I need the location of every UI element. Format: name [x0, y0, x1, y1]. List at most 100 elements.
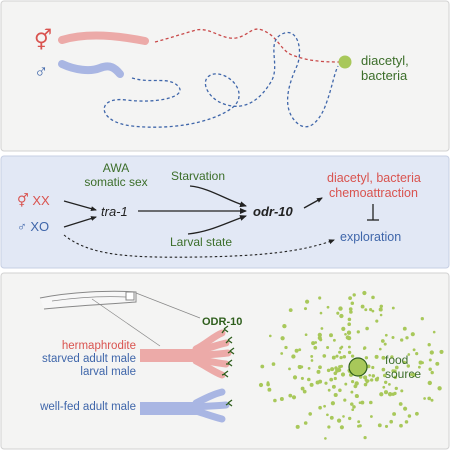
odor-particle [338, 306, 343, 311]
odor-particle [334, 366, 338, 370]
odor-particle [368, 373, 372, 377]
odor-particle [352, 293, 356, 297]
odor-particle [407, 414, 412, 418]
odor-particle [350, 390, 354, 394]
odor-particle [382, 373, 387, 378]
odor-particle [346, 330, 352, 335]
odor-particle [329, 415, 334, 420]
odr10-to-chemoattraction-arrow [303, 197, 323, 209]
odor-particle [410, 332, 415, 337]
outcome-line1: diacetyl, bacteria [327, 171, 421, 185]
odor-particle [329, 333, 333, 338]
odor-particle [352, 405, 356, 409]
odor-particle [318, 365, 322, 370]
odor-particle [330, 367, 335, 372]
odor-particle [318, 296, 322, 300]
tra1-gene: tra-1 [101, 204, 128, 219]
odor-particle [284, 345, 288, 350]
odor-particle [322, 354, 327, 358]
odor-particle [369, 400, 373, 405]
odor-particle [391, 335, 395, 340]
odor-particle [378, 307, 383, 312]
middle-panel-background [0, 155, 450, 269]
odor-particle [428, 358, 432, 362]
odor-particle [291, 354, 296, 359]
odor-particle [339, 355, 343, 360]
odor-particle [340, 372, 346, 377]
larval-male-label: larval male [80, 366, 136, 378]
odor-particle [350, 301, 355, 305]
odor-particle [345, 335, 350, 340]
odor-particle [300, 376, 304, 380]
odor-particle [412, 348, 416, 352]
odor-particle [389, 419, 394, 424]
odor-particle [282, 323, 287, 329]
odor-particle [404, 420, 409, 424]
odor-particle [351, 380, 355, 384]
receptor-label: ODR-10 [202, 316, 242, 328]
odor-particle [291, 395, 297, 400]
odor-particle [393, 375, 398, 380]
odor-particle [363, 435, 367, 440]
odor-particle [439, 349, 444, 354]
odor-particle [338, 388, 342, 393]
odor-particle [383, 390, 389, 395]
odor-particle-cloud [258, 290, 444, 440]
odor-particle [340, 345, 344, 349]
odor-particle [354, 381, 359, 386]
awa-label-line1: AWA [103, 161, 129, 175]
odor-particle [393, 369, 397, 374]
odor-particle [406, 364, 411, 368]
odor-particle [402, 326, 407, 331]
odor-particle [267, 387, 272, 392]
odor-particle [392, 412, 397, 416]
odor-particle [314, 341, 318, 344]
odor-particle [428, 367, 432, 371]
odor-particle [351, 408, 355, 412]
odor-particle [362, 290, 367, 296]
odor-particle [384, 380, 388, 384]
odor-particle [363, 382, 368, 387]
odor-particle [297, 365, 302, 369]
odor-particle [348, 296, 352, 300]
odor-particle [315, 380, 320, 385]
odor-particle [260, 364, 265, 369]
odor-particle [384, 424, 389, 428]
odor-particle [320, 327, 324, 330]
odor-particle [360, 400, 365, 405]
odor-particle [294, 348, 299, 353]
odor-particle [371, 365, 375, 370]
odor-particle [427, 380, 432, 386]
odor-particle [432, 330, 436, 334]
odor-particle [333, 371, 338, 376]
odor-particle [371, 309, 375, 313]
odor-particle [300, 386, 305, 391]
odor-particle [356, 330, 360, 334]
odor-particle [336, 311, 340, 315]
odor-particle [420, 317, 424, 321]
odor-particle [418, 365, 421, 369]
odor-particle [371, 295, 375, 300]
male-symbol: ♂ [34, 62, 48, 83]
odor-particle [344, 332, 347, 336]
wellfed-dendrite [140, 388, 230, 423]
odor-particle [295, 424, 300, 429]
odor-particle [288, 393, 293, 398]
odor-particle [358, 401, 362, 405]
odor-particle [317, 332, 322, 338]
odor-particle [391, 392, 395, 396]
odor-particle [388, 383, 391, 386]
herm-dendrite [140, 329, 232, 379]
hermaphrodite-symbol: ⚥ [34, 28, 52, 52]
odor-particle [400, 338, 404, 342]
odor-particle [430, 370, 434, 375]
herm-receptors [221, 325, 235, 378]
bottom-panel: ODR-10 hermaphrodite starved adult male … [0, 272, 450, 450]
larval-state-label: Larval state [170, 235, 232, 249]
odor-particle [304, 333, 308, 337]
odor-particle [364, 356, 369, 360]
odor-particle [303, 421, 308, 425]
odor-particle [271, 362, 276, 366]
food-source-line1: food [385, 353, 408, 367]
odor-particle [421, 361, 424, 365]
